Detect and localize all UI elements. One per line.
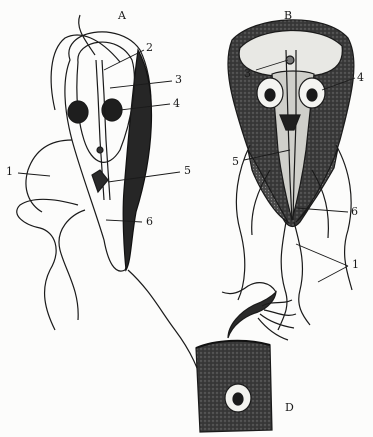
adhesive-disc-b <box>239 30 342 77</box>
callout-5-b: 5 <box>232 156 239 167</box>
flagellum-a-1 <box>17 199 78 330</box>
callout-4-b: 4 <box>357 72 364 83</box>
nucleus-a-left <box>68 101 88 123</box>
panel-label-d: D <box>285 402 294 413</box>
attached-flagellum-2 <box>264 310 296 315</box>
trophozoite-side-view <box>17 15 205 395</box>
callout-2: 2 <box>146 42 153 53</box>
callout-4-a: 4 <box>173 98 180 109</box>
basal-body-a <box>97 147 103 153</box>
karyosome-b-left <box>265 89 275 101</box>
median-body-a <box>92 170 108 192</box>
callout-1-right: 1 <box>352 259 359 270</box>
attached-to-epithelial-cell <box>196 283 296 432</box>
callout-3-b: 3 <box>244 68 251 79</box>
karyosome-b-right <box>307 89 317 101</box>
attached-flagellum-5 <box>222 283 276 294</box>
callout-1-left: 1 <box>6 166 13 177</box>
flagellum-b-4 <box>294 222 310 325</box>
attached-trophozoite <box>228 292 276 338</box>
leader-1-right-b <box>318 266 348 282</box>
panel-label-b: B <box>284 10 292 21</box>
callout-6-b: 6 <box>351 206 358 217</box>
ventral-flange-a <box>123 50 151 270</box>
cell-nucleolus <box>233 393 243 405</box>
leader-1-right-a <box>296 244 348 266</box>
flagellum-a-2 <box>59 210 85 320</box>
leader-1-left <box>18 173 50 176</box>
flagellum-b-1 <box>236 145 250 300</box>
panel-label-a: A <box>118 10 126 21</box>
flagellum-a-4 <box>128 270 205 395</box>
callout-3-a: 3 <box>175 74 182 85</box>
callout-6-a: 6 <box>146 216 153 227</box>
callout-5-a: 5 <box>184 165 191 176</box>
